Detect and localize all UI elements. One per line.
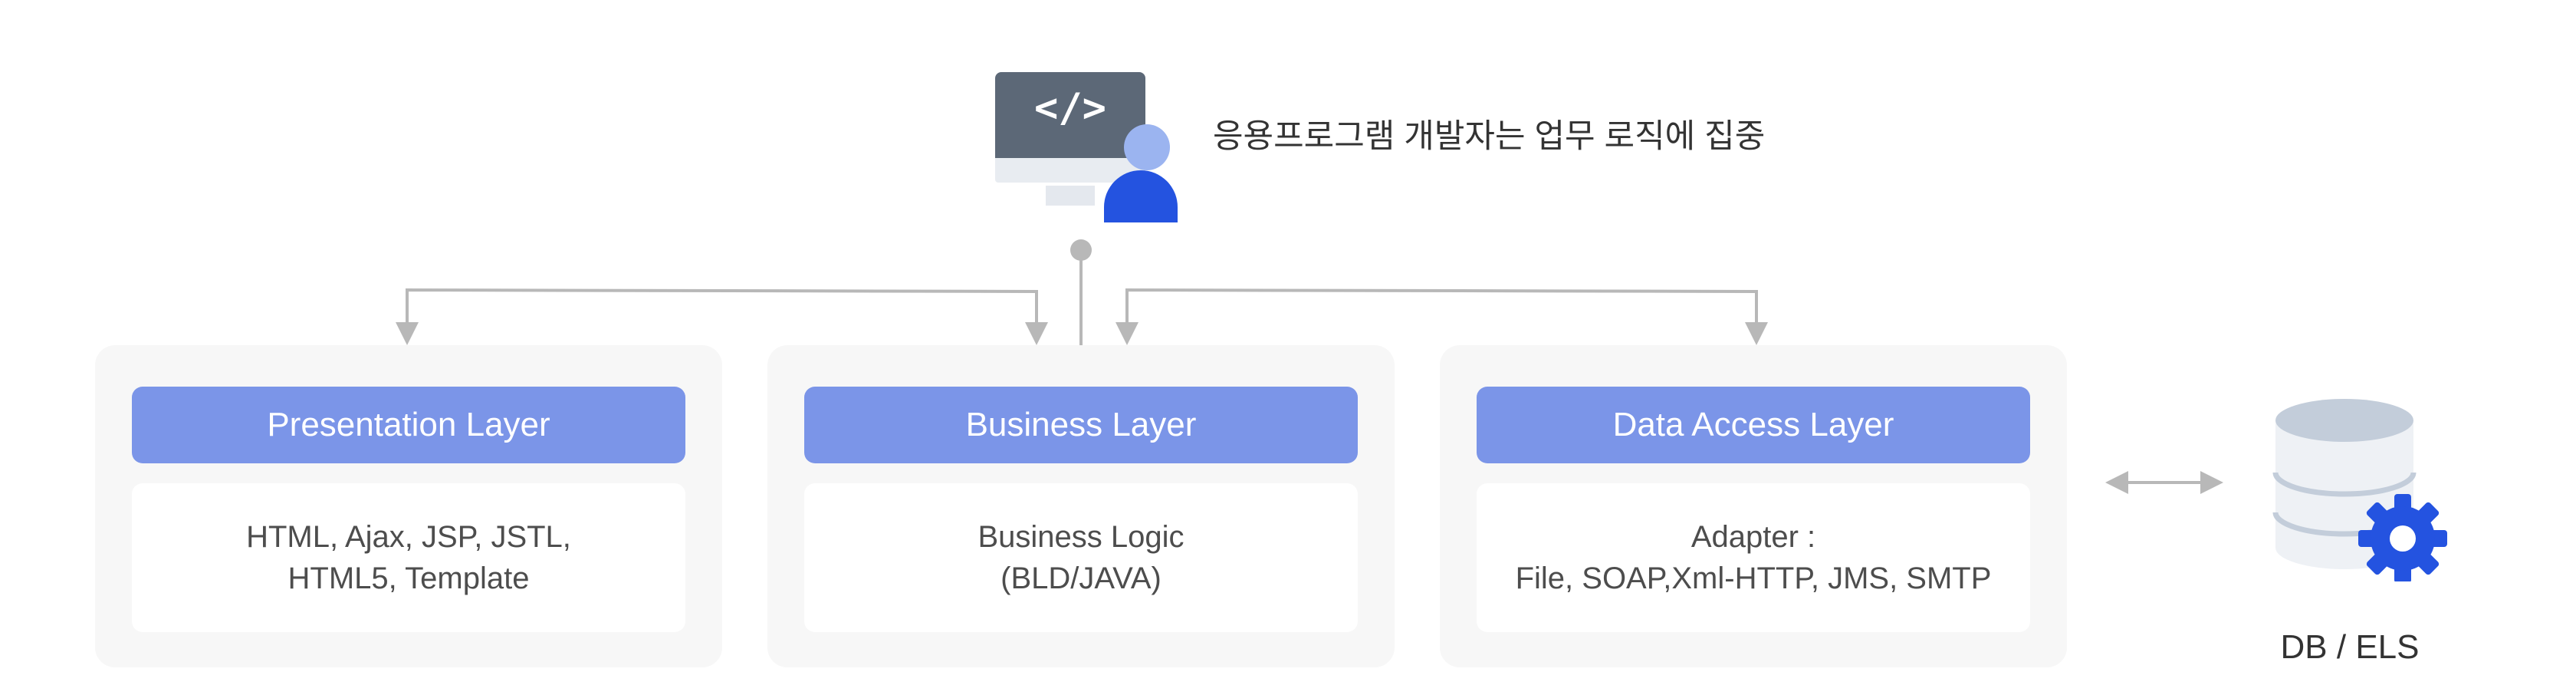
database-label: DB / ELS [2280,628,2420,666]
developer-focus-headline: 응용프로그램 개발자는 업무 로직에 집중 [1213,118,1766,155]
business-layer-panel: Business Layer Business Logic (BLD/JAVA) [767,345,1395,667]
data-access-layer-line-1: Adapter : [1691,520,1816,554]
business-layer-body: Business Logic (BLD/JAVA) [804,483,1358,632]
presentation-layer-title: Presentation Layer [132,387,685,463]
business-layer-line-1: Business Logic [978,520,1184,554]
business-layer-title: Business Layer [804,387,1358,463]
data-access-layer-title: Data Access Layer [1477,387,2030,463]
database-gear-icon [2272,399,2447,581]
presentation-layer-line-1: HTML, Ajax, JSP, JSTL, [246,520,571,554]
person-head [1124,124,1170,170]
developer-computer-icon: </> [995,72,1178,222]
gear-icon [2358,494,2447,581]
monitor-screen [995,72,1145,158]
monitor-base [995,155,1145,183]
business-layer-line-2: (BLD/JAVA) [1001,562,1162,595]
monitor-stand [1046,186,1095,206]
presentation-layer-line-2: HTML5, Template [288,562,530,595]
data-access-layer-body: Adapter : File, SOAP,Xml-HTTP, JMS, SMTP [1477,483,2030,632]
code-icon: </> [1034,85,1106,131]
database-top [2275,399,2413,442]
data-access-layer-panel: Data Access Layer Adapter : File, SOAP,X… [1440,345,2067,667]
data-access-layer-line-2: File, SOAP,Xml-HTTP, JMS, SMTP [1515,562,1992,595]
presentation-layer-panel: Presentation Layer HTML, Ajax, JSP, JSTL… [95,345,722,667]
presentation-layer-body: HTML, Ajax, JSP, JSTL, HTML5, Template [132,483,685,632]
person-body [1104,170,1178,222]
